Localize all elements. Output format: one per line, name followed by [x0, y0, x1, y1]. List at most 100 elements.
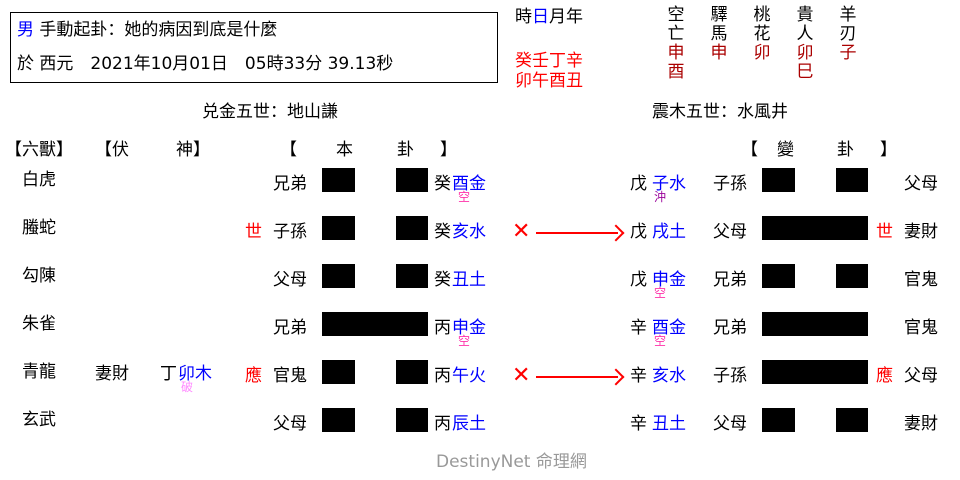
header-six-spirits: 【六獸】	[5, 140, 73, 160]
line-branch: 辰土	[452, 414, 486, 434]
line-branch: 亥水	[452, 222, 486, 242]
changed-note: 沖	[654, 190, 667, 204]
header-hidden-close: 神】	[176, 140, 210, 160]
changed-yin-line-left	[762, 408, 795, 432]
yang-line	[322, 312, 428, 336]
six-relation: 父母	[273, 270, 307, 290]
line-stem: 癸	[434, 222, 451, 242]
changed-hexagram-title: 震木五世：水風井	[652, 102, 788, 122]
changed-relation: 子孫	[713, 174, 747, 194]
header-box	[10, 12, 498, 83]
yin-line-left	[322, 264, 355, 288]
six-relation: 父母	[273, 414, 307, 434]
pillar-labels: 時日月年	[515, 7, 583, 27]
six-relation: 子孫	[273, 222, 307, 242]
arrow-right-icon	[607, 224, 625, 242]
shensha-column: 桃花卯	[753, 5, 771, 63]
yin-line-left	[322, 360, 355, 384]
date-line: 於 西元 2021年10月01日 05時33分 39.13秒	[17, 54, 394, 74]
palace-relation: 官鬼	[904, 318, 938, 338]
header-changed-close: 】	[880, 140, 897, 160]
shi-ying-marker: 世	[245, 222, 262, 242]
changed-branch: 戌土	[652, 222, 686, 242]
changed-relation: 兄弟	[713, 270, 747, 290]
line-stem: 癸	[434, 270, 451, 290]
header-hidden-open: 【伏	[95, 140, 129, 160]
hidden-stem: 丁	[160, 364, 177, 384]
changed-note: 空	[654, 286, 667, 300]
pillar-stems: 癸壬丁辛	[515, 51, 583, 71]
line-branch: 酉金	[452, 174, 486, 194]
shensha-column: 羊刃子	[839, 5, 857, 63]
arrow-line	[536, 376, 618, 378]
palace-relation: 妻財	[904, 414, 938, 434]
void-note: 空	[458, 190, 471, 204]
void-note: 空	[458, 334, 471, 348]
six-spirit: 朱雀	[22, 314, 56, 334]
changed-branch: 酉金	[652, 318, 686, 338]
six-relation: 兄弟	[273, 318, 307, 338]
six-relation: 兄弟	[273, 174, 307, 194]
six-relation: 官鬼	[273, 366, 307, 386]
changed-yin-line-left	[762, 168, 795, 192]
changed-stem: 辛	[630, 318, 647, 338]
arrow-right-icon	[607, 368, 625, 386]
day-pillar-label: 日	[532, 7, 549, 27]
six-spirit: 勾陳	[22, 266, 56, 286]
changed-yin-line-left	[762, 264, 795, 288]
yin-line-right	[396, 168, 428, 192]
changed-branch: 丑土	[652, 414, 686, 434]
changed-stem: 戊	[630, 270, 647, 290]
yin-line-right	[396, 216, 428, 240]
line-stem: 丙	[434, 414, 451, 434]
arrow-line	[536, 232, 618, 234]
palace-relation: 父母	[904, 366, 938, 386]
changed-branch: 亥水	[652, 366, 686, 386]
changed-yin-line-right	[836, 264, 868, 288]
shi-ying-marker: 應	[245, 366, 262, 386]
gender: 男	[17, 20, 34, 40]
hidden-branch: 卯木	[178, 364, 212, 384]
method-question: 手動起卦：她的病因到底是什麼	[39, 20, 278, 40]
main-hexagram-title: 兑金五世：地山謙	[202, 102, 338, 122]
six-spirit: 玄武	[22, 410, 56, 430]
line-branch: 丑土	[452, 270, 486, 290]
changed-yang-line	[762, 216, 868, 240]
palace-relation: 官鬼	[904, 270, 938, 290]
six-spirit: 青龍	[22, 362, 56, 382]
changed-shi-ying-marker: 世	[876, 222, 893, 242]
header-main-2: 卦	[397, 140, 414, 160]
changed-note: 空	[654, 334, 667, 348]
yin-line-right	[396, 360, 428, 384]
changed-branch: 子水	[652, 174, 686, 194]
header-changed-open: 【	[741, 140, 758, 160]
six-spirit: 白虎	[22, 170, 56, 190]
shensha-column: 空亡申酉	[667, 5, 685, 82]
yin-line-right	[396, 408, 428, 432]
header-main-close: 】	[440, 140, 457, 160]
header-main-open: 【	[280, 140, 297, 160]
moving-line-x-icon: ✕	[512, 363, 531, 388]
header-main-1: 本	[336, 140, 353, 160]
yin-line-right	[396, 264, 428, 288]
line-branch: 午火	[452, 366, 486, 386]
changed-stem: 辛	[630, 366, 647, 386]
changed-yin-line-right	[836, 168, 868, 192]
moving-line-x-icon: ✕	[512, 219, 531, 244]
changed-stem: 戊	[630, 222, 647, 242]
changed-stem: 戊	[630, 174, 647, 194]
yin-line-left	[322, 168, 355, 192]
pillar-branches: 卯午酉丑	[515, 71, 583, 91]
hidden-relation: 妻財	[95, 364, 129, 384]
changed-relation: 父母	[713, 222, 747, 242]
changed-relation: 父母	[713, 414, 747, 434]
palace-relation: 父母	[904, 174, 938, 194]
line-stem: 癸	[434, 174, 451, 194]
changed-yang-line	[762, 360, 868, 384]
hidden-note: 破	[181, 380, 194, 394]
palace-relation: 妻財	[904, 222, 938, 242]
footer-brand: DestinyNet 命理網	[436, 452, 587, 472]
changed-yang-line	[762, 312, 868, 336]
header-changed-2: 卦	[837, 140, 854, 160]
six-spirit: 螣蛇	[22, 218, 56, 238]
